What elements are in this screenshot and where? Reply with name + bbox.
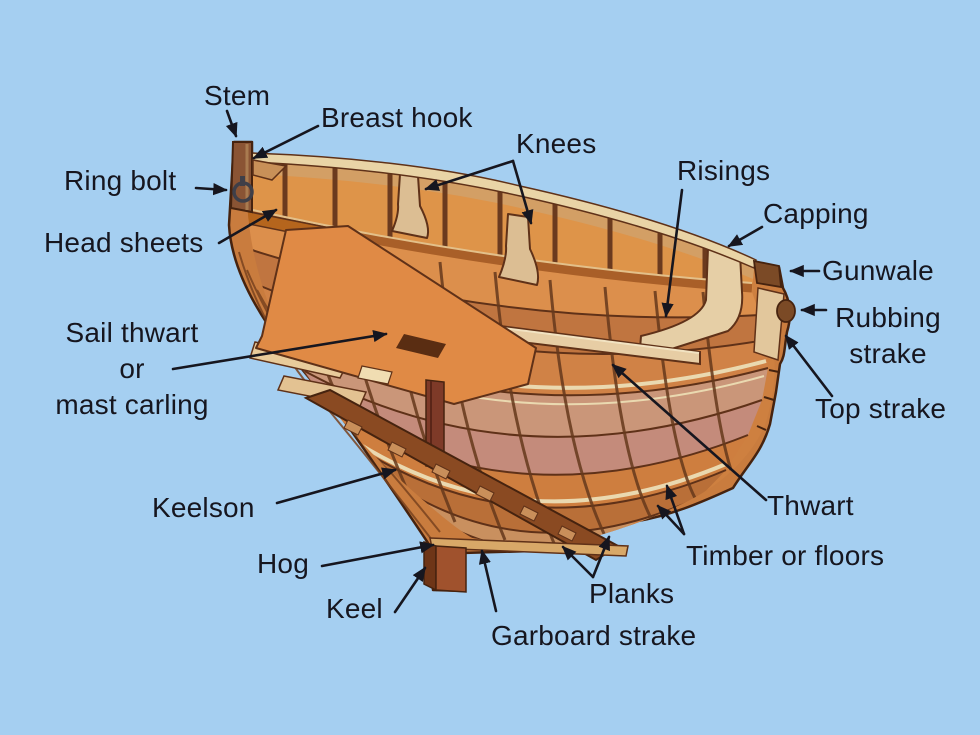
capping-band [251, 152, 757, 270]
leader-knees-2 [511, 159, 534, 225]
leader-keel [393, 566, 427, 614]
label-risings: Risings [677, 155, 771, 186]
leader-timber-1 [656, 504, 686, 536]
label-head-sheets: Head sheets [44, 227, 204, 258]
leader-garboard-strake [478, 549, 498, 613]
leader-breast-hook [252, 124, 320, 160]
hull [227, 140, 796, 593]
leader-capping [727, 225, 764, 248]
knee-1 [391, 173, 430, 239]
leader-lines [171, 109, 834, 614]
leader-thwart [611, 363, 768, 502]
label-planks: Planks [589, 578, 675, 609]
leader-timber-2 [665, 484, 686, 536]
gunwale-block [752, 259, 783, 289]
label-stem: Stem [204, 80, 271, 111]
leader-knees-1 [424, 159, 515, 191]
label-keelson: Keelson [152, 492, 255, 523]
label-thwart: Thwart [767, 490, 854, 521]
label-hog: Hog [257, 548, 309, 579]
leader-hog [320, 541, 435, 568]
label-timber-or-floors: Timber or floors [686, 540, 885, 571]
label-gunwale: Gunwale [822, 255, 934, 286]
board-cleat [357, 365, 393, 385]
label-ring-bolt: Ring bolt [64, 165, 177, 196]
knee-2 [498, 213, 540, 286]
keel-side-face [423, 540, 437, 592]
leader-stem [225, 109, 238, 138]
leader-ring-bolt [194, 183, 228, 196]
label-rubbing-strake: Rubbing strake [835, 302, 941, 369]
leader-risings [661, 188, 684, 318]
leader-planks-2 [591, 535, 611, 579]
mast-slot [396, 334, 446, 358]
leader-sail-thwart [171, 330, 388, 371]
leader-head-sheets [217, 208, 278, 245]
label-sail-thwart: Sail thwart or mast carling [55, 317, 209, 420]
breast-hook-piece [252, 159, 288, 181]
label-top-strake: Top strake [815, 393, 947, 424]
sail-thwart-board [255, 225, 537, 405]
rubbing-strake-bump [776, 299, 796, 323]
label-garboard-strake: Garboard strake [491, 620, 697, 651]
leader-planks-1 [561, 545, 595, 579]
stern-panel [753, 287, 785, 362]
side-wall-ribs [282, 164, 741, 292]
ring-bolt-fitting [232, 176, 254, 203]
leader-keelson [275, 467, 397, 505]
label-knees: Knees [516, 128, 597, 159]
leader-top-strake [784, 334, 834, 398]
keel-front-face [435, 545, 467, 593]
side-wall-upper-strip [251, 162, 754, 279]
label-capping: Capping [763, 198, 869, 229]
label-keel: Keel [326, 593, 383, 624]
label-breast-hook: Breast hook [321, 102, 473, 133]
keelson-timber-ends [343, 419, 577, 542]
